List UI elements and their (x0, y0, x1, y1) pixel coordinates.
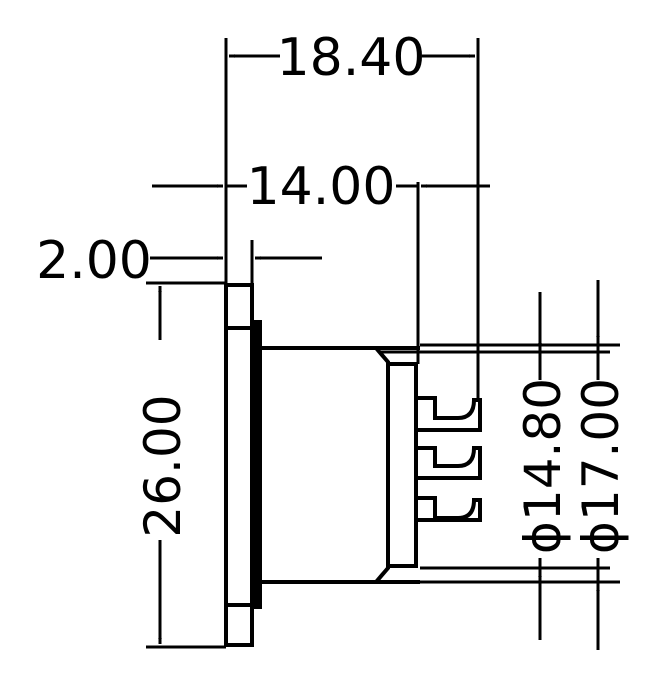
dim-inner-diameter: ϕ14.80 (514, 292, 572, 640)
gasket (250, 320, 262, 609)
dim-outer-diameter-text: ϕ17.00 (572, 378, 630, 554)
nose (386, 362, 418, 568)
part-outline (224, 283, 482, 647)
dim-body-length: 14.00 (152, 157, 490, 217)
pin-1 (416, 396, 482, 432)
dim-flange-thickness: 2.00 (36, 231, 322, 291)
dim-outer-diameter: ϕ17.00 (572, 280, 630, 650)
dim-overall-length-text: 18.40 (277, 28, 426, 88)
dim-body-length-text: 14.00 (247, 157, 396, 217)
dim-overall-length: 18.40 (229, 28, 475, 88)
pin-2 (416, 446, 482, 480)
pin-3 (416, 496, 482, 522)
dim-flange-height: 26.00 (134, 286, 192, 644)
dim-inner-diameter-text: ϕ14.80 (514, 378, 572, 554)
dim-flange-height-text: 26.00 (134, 394, 192, 537)
dim-flange-thickness-text: 2.00 (36, 231, 152, 291)
flange (224, 283, 254, 647)
extension-lines (146, 38, 620, 649)
